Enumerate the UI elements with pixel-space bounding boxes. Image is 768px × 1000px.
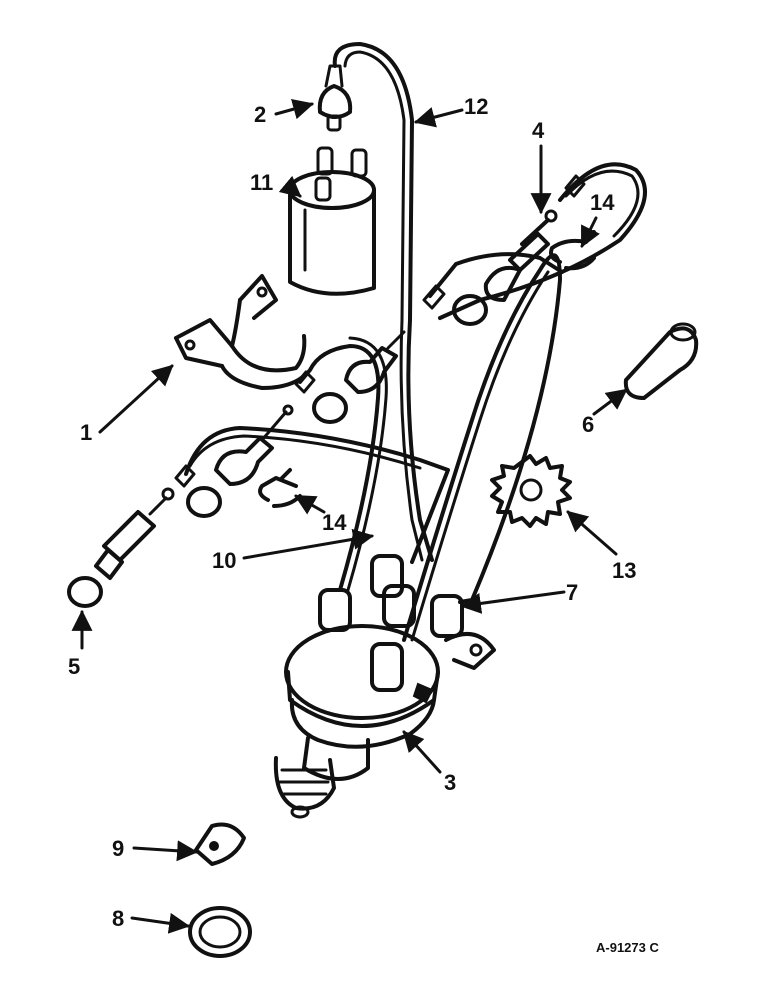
- callout-9: 9: [112, 836, 124, 861]
- coil-lead-wire: [332, 42, 434, 562]
- callout-6: 6: [582, 412, 594, 437]
- callout-1: 1: [80, 420, 92, 445]
- callout-13: 13: [612, 558, 636, 583]
- callout-14-lower: 14: [322, 510, 347, 535]
- coil-boot: [317, 64, 353, 132]
- spark-plug-loose: [94, 487, 175, 580]
- wire-clip-lower: [258, 468, 302, 508]
- wire-clip-upper: [549, 230, 596, 271]
- callout-7: 7: [566, 580, 578, 605]
- spark-plug-lower: [214, 404, 294, 486]
- callout-5: 5: [68, 654, 80, 679]
- ignition-coil: [288, 146, 376, 296]
- gasket-lower: [186, 486, 222, 518]
- distributor-gasket: [188, 906, 252, 958]
- spark-plug-middle-1: [344, 330, 406, 394]
- callout-14-upper: 14: [590, 190, 615, 215]
- callout-11: 11: [250, 170, 273, 195]
- spark-plug-wires: [174, 162, 647, 642]
- rotor: [623, 322, 699, 400]
- callout-3: 3: [444, 770, 456, 795]
- gasket-middle: [312, 392, 348, 424]
- distributor-clamp: [194, 822, 246, 866]
- callout-12: 12: [464, 94, 488, 119]
- callout-8: 8: [112, 906, 124, 931]
- callout-10: 10: [212, 548, 236, 573]
- distributor: [273, 554, 496, 819]
- gasket-5: [67, 576, 103, 608]
- figure-code: A-91273 C: [596, 940, 659, 955]
- callout-leaders: [71, 98, 628, 934]
- callout-4: 4: [532, 118, 545, 143]
- callout-2: 2: [254, 102, 266, 127]
- coil-bracket: [174, 274, 308, 390]
- lock-washer: [490, 454, 572, 528]
